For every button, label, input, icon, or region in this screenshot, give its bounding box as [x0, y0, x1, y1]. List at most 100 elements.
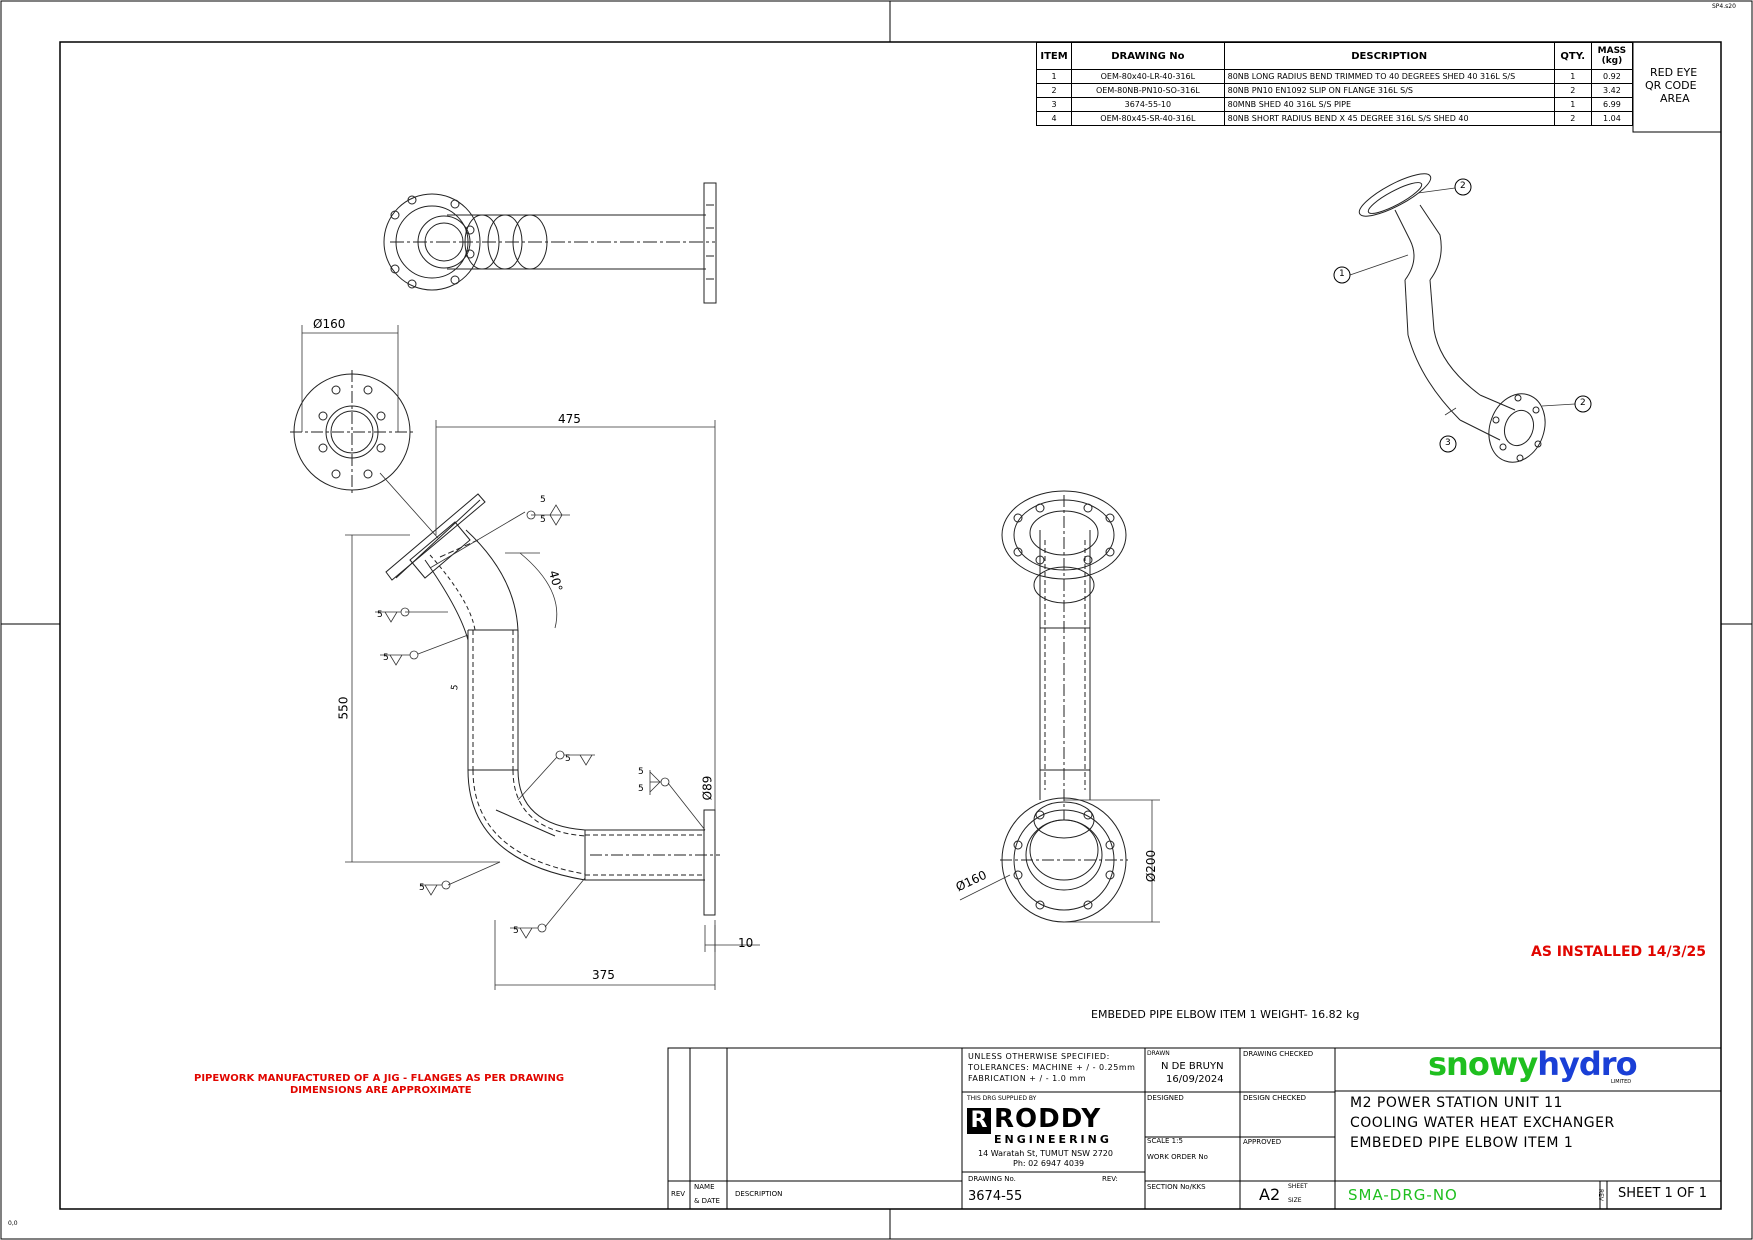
bom-item: 3: [1035, 97, 1073, 112]
weld-label: 5: [513, 926, 519, 936]
roddy-logo: R: [967, 1108, 991, 1134]
tb-section: SECTION No/KKS: [1147, 1183, 1206, 1191]
bom-description: 80NB PN10 EN1092 SLIP ON FLANGE 316L S/S: [1223, 83, 1555, 98]
dim-d89: Ø89: [700, 775, 715, 801]
balloon-item-2-top: 2: [1460, 181, 1466, 191]
logo-snowy: snowy: [1428, 1045, 1538, 1083]
table-row: 1 OEM-80x40-LR-40-316L 80NB LONG RADIUS …: [1035, 69, 1634, 84]
bom-mass: 1.04: [1590, 111, 1634, 126]
tb-designed: DESIGNED: [1147, 1094, 1184, 1102]
bom-mass: 6.99: [1590, 97, 1634, 112]
bom-description: 80NB SHORT RADIUS BEND X 45 DEGREE 316L …: [1223, 111, 1555, 126]
bom-description: 80MNB SHED 40 316L S/S PIPE: [1223, 97, 1555, 112]
tb-drawing-checked: DRAWING CHECKED: [1243, 1050, 1314, 1058]
origin-label: 0,0: [8, 1220, 18, 1227]
bom-header-drawing: DRAWING No: [1071, 42, 1225, 70]
bom-qty: 1: [1553, 97, 1592, 112]
tb-sheet: SHEET 1 OF 1: [1618, 1186, 1708, 1201]
balloon-item-3: 3: [1445, 438, 1451, 448]
tb-doc-no: SMA-DRG-NO: [1348, 1186, 1458, 1204]
pipework-note-line2: DIMENSIONS ARE APPROXIMATE: [290, 1085, 472, 1096]
tb-address: 14 Waratah St, TUMUT NSW 2720: [978, 1149, 1113, 1158]
bom-header-row: ITEM DRAWING No DESCRIPTION QTY. MASS (k…: [1035, 42, 1634, 70]
weld-label: 5: [638, 767, 644, 777]
tb-rev-col: REV: [671, 1190, 686, 1198]
weld-label: 5: [540, 515, 546, 525]
qr-area-line1: RED EYE: [1650, 66, 1698, 79]
tb-title-1: M2 POWER STATION UNIT 11: [1350, 1095, 1563, 1111]
weld-symbols: [375, 504, 706, 939]
dim-475: 475: [558, 412, 581, 426]
side-view: [1000, 490, 1128, 923]
tb-tol-machine: TOLERANCES: MACHINE + / - 0.25mm: [968, 1063, 1136, 1072]
balloon-item-2-bottom: 2: [1580, 398, 1586, 408]
table-row: 2 OEM-80NB-PN10-SO-316L 80NB PN10 EN1092…: [1035, 83, 1634, 98]
weld-label: 5: [377, 610, 383, 620]
tb-drawn-name: N DE BRUYN: [1161, 1061, 1224, 1072]
bom-item: 2: [1035, 83, 1073, 98]
bom-drawing: 3674-55-10: [1071, 97, 1225, 112]
snowy-hydro-logo: snowyhydro: [1428, 1045, 1638, 1083]
tb-supplied-by: THIS DRG SUPPLIED BY: [967, 1095, 1037, 1102]
tb-drawn-label: DRAWN: [1147, 1050, 1170, 1057]
qr-area-line3: AREA: [1660, 92, 1690, 105]
bom-qty: 2: [1553, 111, 1592, 126]
bom-header-mass: MASS (kg): [1590, 42, 1634, 70]
bom-item: 4: [1035, 111, 1073, 126]
weld-label: 5: [383, 653, 389, 663]
bom-description: 80NB LONG RADIUS BEND TRIMMED TO 40 DEGR…: [1223, 69, 1555, 84]
bom-qty: 2: [1553, 83, 1592, 98]
tb-design-checked: DESIGN CHECKED: [1243, 1094, 1307, 1102]
as-installed-note: AS INSTALLED 14/3/25: [1531, 944, 1706, 960]
balloon-item-1: 1: [1339, 269, 1345, 279]
tb-company-sub: ENGINEERING: [994, 1133, 1112, 1146]
bom-drawing: OEM-80x45-SR-40-316L: [1071, 111, 1225, 126]
bom-qty: 1: [1553, 69, 1592, 84]
tb-rev-label: REV:: [1102, 1175, 1118, 1183]
weld-label: 5: [638, 784, 644, 794]
bom-item: 1: [1035, 69, 1073, 84]
tb-unless: UNLESS OTHERWISE SPECIFIED:: [968, 1052, 1110, 1061]
bom-header-qty: QTY.: [1553, 42, 1592, 70]
tb-title-3: EMBEDED PIPE ELBOW ITEM 1: [1350, 1135, 1574, 1151]
dim-550: 550: [336, 696, 351, 720]
logo-hydro: hydro: [1537, 1045, 1637, 1083]
tb-sheet-label: SHEET: [1288, 1183, 1308, 1190]
tb-size-label: SIZE: [1288, 1197, 1302, 1204]
tb-drawing-no: 3674-55: [968, 1189, 1023, 1204]
weld-label: 5: [540, 495, 546, 505]
dim-d160-top: Ø160: [313, 317, 346, 331]
qr-area-line2: QR CODE: [1645, 79, 1697, 92]
tb-tol-fab: FABRICATION + / - 1.0 mm: [968, 1074, 1087, 1083]
corner-code: SP4.s20: [1712, 3, 1736, 10]
tb-date-col: & DATE: [694, 1197, 720, 1205]
table-row: 4 OEM-80x45-SR-40-316L 80NB SHORT RADIUS…: [1035, 111, 1634, 126]
bom-drawing: OEM-80NB-PN10-SO-316L: [1071, 83, 1225, 98]
dim-10: 10: [738, 936, 754, 950]
dim-d200: Ø200: [1144, 849, 1159, 883]
tb-work-order: WORK ORDER No: [1147, 1153, 1208, 1161]
dimension-lines: [301, 325, 760, 990]
tb-approved: APPROVED: [1243, 1138, 1282, 1146]
tb-drawn-date: 16/09/2024: [1166, 1074, 1224, 1085]
top-view: [383, 182, 717, 304]
tb-rev-vertical: REV: [1597, 1188, 1605, 1202]
weld-label: 5: [419, 883, 425, 893]
tb-size: A2: [1259, 1185, 1281, 1204]
tb-name-col: NAME: [694, 1183, 715, 1191]
bom-drawing: OEM-80x40-LR-40-316L: [1071, 69, 1225, 84]
front-view: [290, 370, 720, 916]
tb-title-2: COOLING WATER HEAT EXCHANGER: [1350, 1115, 1615, 1131]
tb-company: RODDY: [994, 1104, 1102, 1134]
title-block-lines: [667, 41, 1722, 1210]
logo-limited: LIMITED: [1611, 1079, 1632, 1085]
bom-header-description: DESCRIPTION: [1223, 42, 1555, 70]
bill-of-materials: ITEM DRAWING No DESCRIPTION QTY. MASS (k…: [1035, 42, 1634, 126]
weld-label: 5: [565, 754, 571, 764]
tb-desc-col: DESCRIPTION: [735, 1190, 783, 1198]
tb-scale: SCALE 1:5: [1147, 1137, 1183, 1145]
iso-view: [1358, 173, 1546, 463]
bom-mass: 3.42: [1590, 83, 1634, 98]
dim-375: 375: [592, 968, 615, 982]
